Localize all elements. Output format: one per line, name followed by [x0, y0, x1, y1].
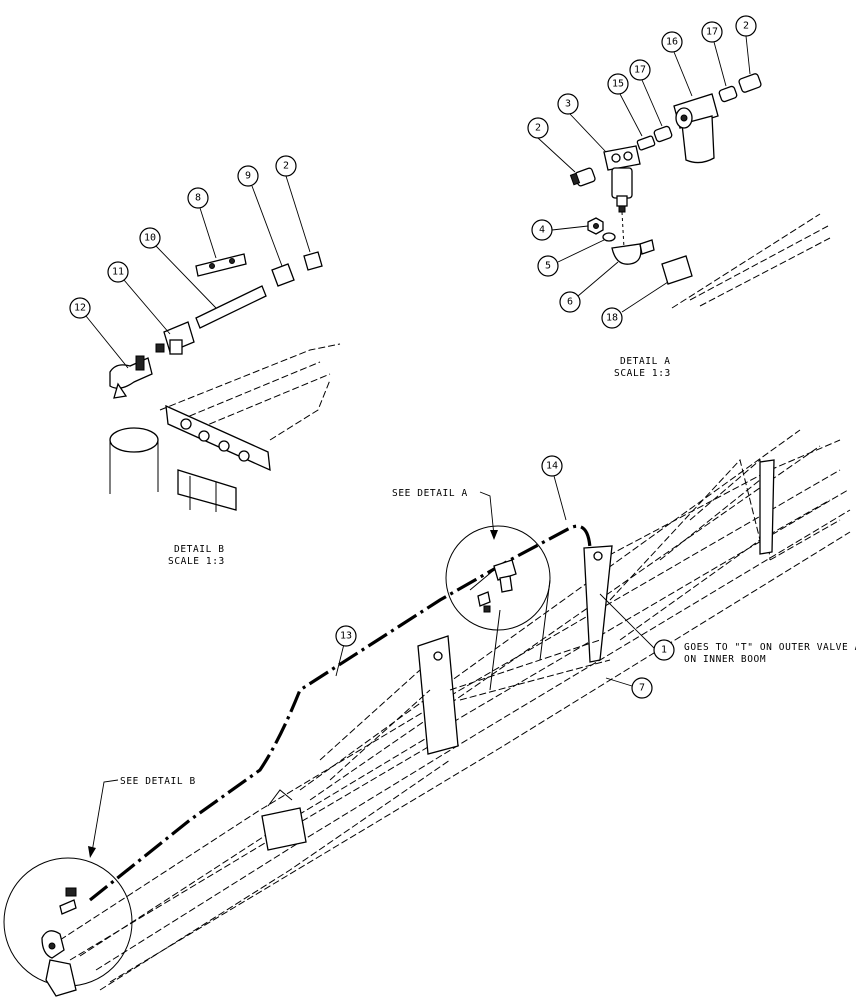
- callout-1: 1: [599, 593, 675, 661]
- callout-2-a2: 2: [735, 15, 757, 75]
- callout-15: 15: [607, 73, 643, 137]
- hose-13: [89, 524, 592, 902]
- svg-text:16: 16: [666, 37, 678, 48]
- svg-text:4: 4: [539, 225, 545, 236]
- svg-text:13: 13: [340, 631, 352, 642]
- svg-text:11: 11: [112, 267, 124, 278]
- detail-a: 2 3 15 17 16 17 2 4: [527, 15, 831, 379]
- callout-17-a2: 17: [701, 21, 727, 87]
- detail-b-scale: SCALE 1:3: [168, 556, 225, 567]
- coupler-9: [271, 263, 295, 287]
- detail-b-mini: [41, 887, 77, 997]
- detail-a-mini: [469, 559, 517, 613]
- fitting-2-right: [738, 73, 762, 93]
- svg-text:12: 12: [74, 303, 86, 314]
- detail-a-scale: SCALE 1:3: [614, 368, 671, 379]
- see-detail-a: SEE DETAIL A: [392, 488, 498, 540]
- svg-text:7: 7: [639, 683, 645, 694]
- callout-12: 12: [69, 297, 129, 369]
- callout-16: 16: [661, 31, 693, 97]
- clamp-6: [611, 239, 655, 265]
- svg-text:2: 2: [283, 161, 289, 172]
- svg-text:10: 10: [144, 233, 156, 244]
- callout-6: 6: [559, 261, 619, 313]
- svg-text:8: 8: [195, 193, 201, 204]
- fitting-17-right: [718, 85, 738, 103]
- tee-11: [155, 321, 195, 355]
- callout-14: 14: [541, 455, 567, 521]
- svg-text:17: 17: [634, 65, 646, 76]
- svg-text:15: 15: [612, 79, 624, 90]
- detail-b: 8 9 2 10 11 12 DETAIL B SCALE 1:3: [69, 155, 341, 567]
- outer-valve-note-line1: GOES TO "T" ON OUTER VALVE ASSY: [684, 642, 856, 653]
- main-boom-view: SEE DETAIL A SEE DETAIL B 14 13 1 7 GOES…: [3, 429, 856, 997]
- detail-b-boom: [109, 343, 341, 512]
- strainer-16: [673, 93, 719, 164]
- callout-5: 5: [537, 239, 605, 277]
- callout-11: 11: [107, 261, 171, 335]
- svg-text:1: 1: [661, 645, 667, 656]
- fitting-2-left: [569, 167, 596, 187]
- callout-9: 9: [237, 165, 283, 267]
- callout-17-a1: 17: [629, 59, 663, 127]
- check-valve-3: [603, 145, 641, 213]
- svg-text:3: 3: [565, 99, 571, 110]
- detail-a-title: DETAIL A: [620, 356, 671, 367]
- callout-2-a1: 2: [527, 117, 576, 173]
- fitting-15: [636, 135, 656, 151]
- svg-text:18: 18: [606, 313, 618, 324]
- callout-10: 10: [139, 227, 217, 309]
- svg-text:9: 9: [245, 171, 251, 182]
- callout-8: 8: [187, 187, 217, 259]
- detail-a-circle: [445, 525, 551, 631]
- nut-4: [587, 217, 604, 235]
- svg-text:5: 5: [545, 261, 551, 272]
- see-detail-a-label: SEE DETAIL A: [392, 488, 468, 499]
- outer-valve-note-line2: ON INNER BOOM: [684, 654, 766, 665]
- washer-5: [602, 232, 616, 242]
- spacer-18: [661, 255, 693, 285]
- svg-text:2: 2: [535, 123, 541, 134]
- detail-b-title: DETAIL B: [174, 544, 225, 555]
- svg-text:17: 17: [706, 27, 718, 38]
- callout-2-b: 2: [275, 155, 311, 253]
- pipe-10: [195, 285, 267, 329]
- svg-text:14: 14: [546, 461, 558, 472]
- svg-text:6: 6: [567, 297, 573, 308]
- see-detail-b-label: SEE DETAIL B: [120, 776, 196, 787]
- fitting-2-b: [303, 251, 323, 271]
- callout-18: 18: [601, 281, 669, 329]
- callout-3: 3: [557, 93, 607, 153]
- fitting-17-left: [653, 125, 673, 143]
- callout-13: 13: [335, 625, 357, 677]
- bracket-8: [195, 253, 247, 277]
- nozzle-12: [109, 355, 153, 399]
- callout-4: 4: [531, 219, 589, 241]
- svg-text:2: 2: [743, 21, 749, 32]
- callout-7: 7: [605, 677, 653, 699]
- see-detail-b: SEE DETAIL B: [88, 776, 196, 858]
